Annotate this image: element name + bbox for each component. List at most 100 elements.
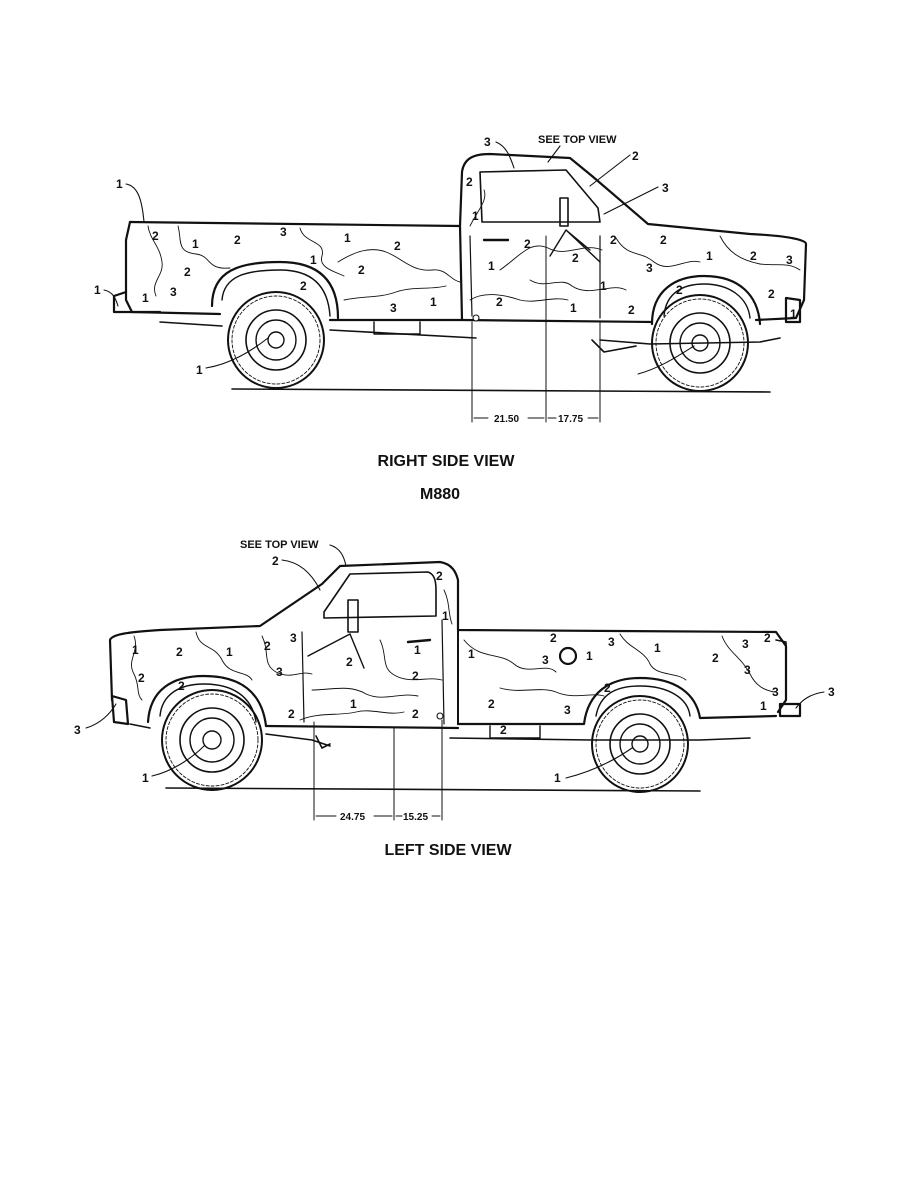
dimension-label: 24.75 [340, 812, 365, 823]
region-label: 2 [138, 671, 145, 685]
callout-label: 3 [662, 181, 669, 195]
region-label: 2 [288, 707, 295, 721]
region-label: 1 [344, 231, 351, 245]
callout-label: 2 [272, 554, 279, 568]
callout-label: 3 [828, 685, 835, 699]
region-label: 2 [152, 229, 159, 243]
region-label: 2 [412, 669, 419, 683]
region-label: 1 [472, 209, 479, 223]
callout-label: 1 [94, 283, 101, 297]
region-label: 2 [550, 631, 557, 645]
dimension-label: 15.25 [403, 812, 428, 823]
left-region-labels: 1 2 1 2 2 3 2 3 2 1 2 2 1 2 3 1 2 3 1 2 … [132, 569, 779, 737]
region-label: 2 [436, 569, 443, 583]
region-label: 1 [132, 643, 139, 657]
region-label: 1 [488, 259, 495, 273]
region-label: 1 [226, 645, 233, 659]
right-leaders [103, 141, 695, 375]
right-side-view-title: RIGHT SIDE VIEW [378, 453, 516, 470]
region-label: 3 [542, 653, 549, 667]
region-label: 2 [184, 265, 191, 279]
model-label: M880 [420, 486, 460, 503]
right-side-view: 21.50 17.75 SEE TOP VIEW 1 1 1 3 2 3 2 3… [94, 134, 808, 425]
callout-label: 1 [142, 771, 149, 785]
region-label: 2 [660, 233, 667, 247]
region-label: 3 [772, 685, 779, 699]
right-dimension-lines [471, 235, 601, 423]
region-label: 1 [570, 301, 577, 315]
region-label: 2 [264, 639, 271, 653]
region-label: 2 [358, 263, 365, 277]
region-label: 2 [176, 645, 183, 659]
region-label: 1 [706, 249, 713, 263]
dimension-label: 17.75 [558, 414, 583, 425]
region-label: 2 [676, 283, 683, 297]
region-label: 1 [414, 643, 421, 657]
region-label: 3 [564, 703, 571, 717]
region-label: 2 [178, 679, 185, 693]
region-label: 2 [488, 697, 495, 711]
truck-body [112, 152, 808, 353]
region-label: 1 [350, 697, 357, 711]
camo-lines [147, 189, 801, 302]
region-label: 2 [500, 723, 507, 737]
region-label: 2 [412, 707, 419, 721]
region-label: 3 [390, 301, 397, 315]
rear-wheel [591, 695, 689, 793]
region-label: 3 [786, 253, 793, 267]
left-side-view-title: LEFT SIDE VIEW [384, 842, 512, 859]
right-region-labels: 2 3 1 2 1 2 1 2 2 1 1 2 3 1 3 2 1 2 2 2 … [142, 175, 797, 321]
see-top-view-note: SEE TOP VIEW [538, 134, 617, 146]
front-wheel [161, 689, 263, 791]
ground-line [231, 388, 771, 393]
rear-wheel [227, 291, 325, 389]
region-label: 1 [430, 295, 437, 309]
region-label: 3 [170, 285, 177, 299]
region-label: 3 [646, 261, 653, 275]
region-label: 2 [300, 279, 307, 293]
region-label: 1 [586, 649, 593, 663]
region-label: 3 [290, 631, 297, 645]
region-label: 3 [276, 665, 283, 679]
region-label: 3 [742, 637, 749, 651]
region-label: 1 [142, 291, 149, 305]
region-label: 2 [764, 631, 771, 645]
left-dimension-lines [313, 719, 443, 821]
callout-label: 1 [554, 771, 561, 785]
region-label: 2 [524, 237, 531, 251]
ground-line [165, 787, 701, 792]
dimension-label: 21.50 [494, 414, 519, 425]
region-label: 2 [496, 295, 503, 309]
region-label: 2 [712, 651, 719, 665]
region-label: 1 [654, 641, 661, 655]
region-label: 1 [468, 647, 475, 661]
region-label: 1 [760, 699, 767, 713]
region-label: 2 [346, 655, 353, 669]
region-label: 3 [608, 635, 615, 649]
callout-label: 3 [484, 135, 491, 149]
see-top-view-note: SEE TOP VIEW [240, 539, 319, 551]
callout-label: 1 [116, 177, 123, 191]
region-label: 2 [234, 233, 241, 247]
callout-label: 2 [632, 149, 639, 163]
front-wheel [651, 294, 749, 392]
region-label: 2 [394, 239, 401, 253]
region-label: 2 [604, 681, 611, 695]
callout-label: 1 [196, 363, 203, 377]
camo-lines [131, 589, 775, 721]
region-label: 1 [790, 307, 797, 321]
region-label: 2 [572, 251, 579, 265]
region-label: 3 [744, 663, 751, 677]
region-label: 1 [442, 609, 449, 623]
region-label: 1 [192, 237, 199, 251]
region-label: 2 [628, 303, 635, 317]
region-label: 2 [768, 287, 775, 301]
region-label: 1 [310, 253, 317, 267]
left-side-view: 24.75 15.25 SEE TOP VIEW 2 3 1 1 3 1 2 1… [74, 539, 835, 823]
left-leaders [85, 544, 825, 779]
region-label: 2 [750, 249, 757, 263]
callout-label: 3 [74, 723, 81, 737]
truck-body [108, 560, 802, 749]
